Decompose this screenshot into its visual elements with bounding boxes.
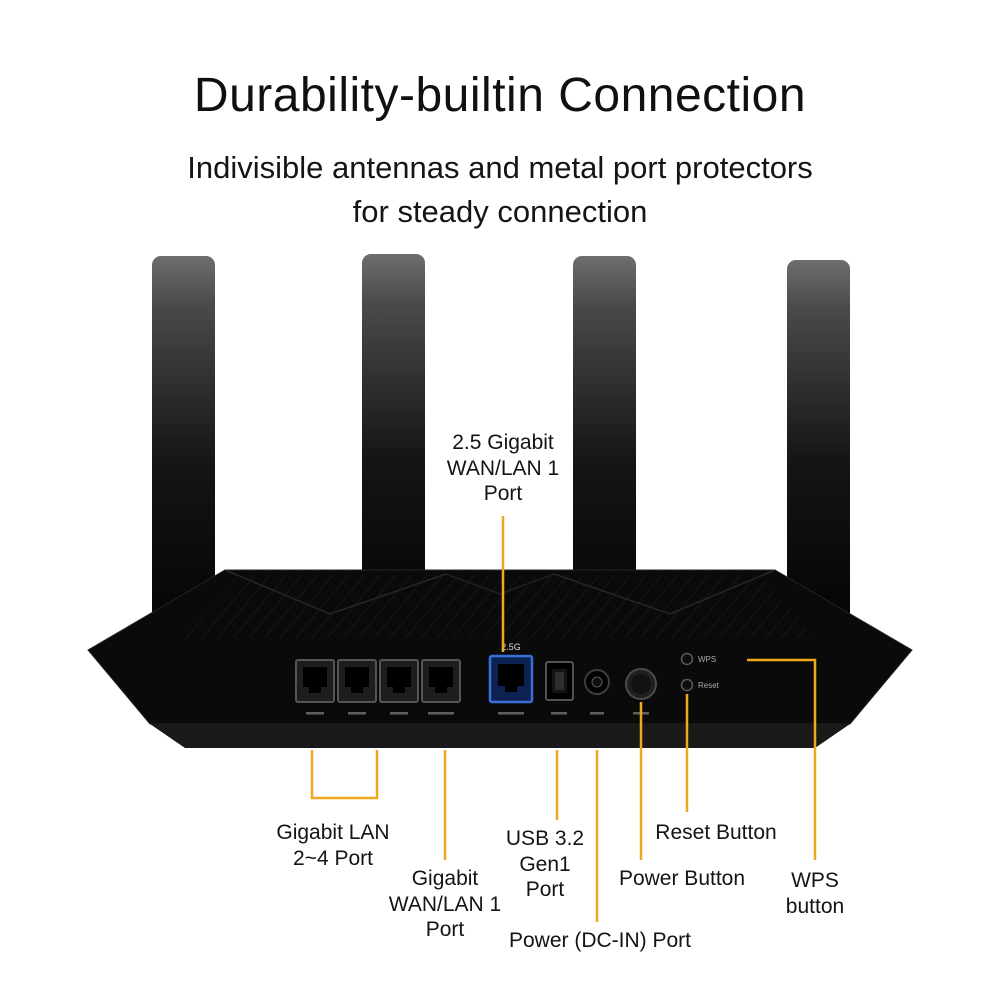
antenna-4 (787, 260, 850, 660)
lan-port-3 (379, 659, 419, 703)
deck-facet-center (445, 573, 555, 595)
callout-dcin-label: Power (DC-IN) Port (508, 929, 692, 952)
callout-wan-2-5g-label: 2.5 Gigabit WAN/LAN 1 Port (446, 431, 560, 506)
power-button-device (625, 668, 657, 700)
callout-power-label: Power Button (618, 867, 746, 890)
dc-in-jack (584, 669, 610, 695)
callout-lines (310, 516, 817, 922)
callout-line-wps (747, 658, 817, 860)
wan-2-5g-chassis-label: 2.5G (501, 642, 521, 652)
reset-button-device: Reset (680, 678, 720, 692)
router-top-deck (185, 575, 815, 638)
reset-chassis-label: Reset (698, 681, 720, 690)
deck-facet-left (224, 569, 447, 615)
callout-usb-label: USB 3.2 Gen1 Port (505, 827, 585, 902)
callout-reset-label: Reset Button (655, 821, 777, 844)
deck-facet-right (553, 569, 776, 615)
router-base (150, 724, 850, 748)
antenna-3 (573, 256, 636, 666)
usb-port (545, 661, 574, 701)
callout-wan-1g-label: Gigabit WAN/LAN 1 Port (388, 867, 502, 942)
page-subtitle: Indivisible antennas and metal port prot… (187, 150, 813, 230)
antenna-2 (362, 254, 425, 664)
antenna-1 (152, 256, 215, 666)
callout-wps-label: WPS button (785, 869, 845, 918)
callout-line-lan-bracket (310, 750, 379, 800)
callout-lan-2-4-label: Gigabit LAN 2~4 Port (276, 821, 390, 870)
page-title: Durability-builtin Connection (193, 69, 807, 122)
wan-2-5g-port: 2.5G (488, 642, 534, 704)
lan-port-1 (295, 659, 335, 703)
wps-chassis-label: WPS (698, 655, 716, 664)
wps-button-device: WPS (680, 652, 716, 666)
lan-port-4 (421, 659, 461, 703)
lan-port-2 (337, 659, 377, 703)
